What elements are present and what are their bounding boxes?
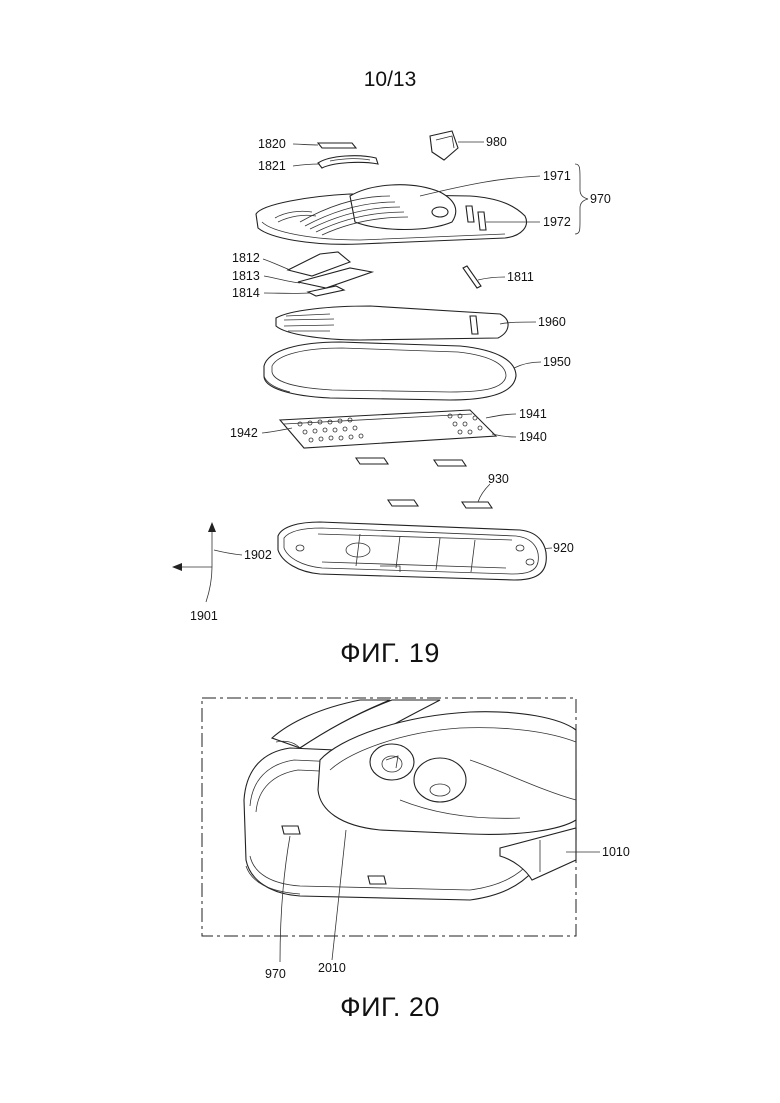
label-1941: 1941: [519, 407, 547, 421]
brace-970: [575, 164, 588, 234]
label-1010: 1010: [602, 845, 630, 859]
part-1821: [318, 156, 378, 168]
label-1812: 1812: [232, 251, 260, 265]
figure-20-caption: ФИГ. 20: [0, 992, 780, 1023]
part-1940: [280, 410, 496, 448]
label-930: 930: [488, 472, 509, 486]
label-1811: 1811: [507, 270, 534, 284]
part-930: [388, 500, 492, 508]
label-1901: 1901: [190, 609, 218, 623]
part-920: [278, 522, 546, 580]
figure-19: 1820 1821 980 1971 970 1972 1812 1813 18…: [172, 131, 611, 623]
label-2010: 2010: [318, 961, 346, 975]
label-1971: 1971: [543, 169, 571, 183]
label-1821: 1821: [258, 159, 286, 173]
part-1811: [463, 266, 481, 288]
part-970: [256, 185, 526, 245]
axis-arrows: [172, 522, 242, 602]
label-1960: 1960: [538, 315, 566, 329]
part-1820: [318, 143, 356, 148]
figure-20: 1010 970 2010: [202, 698, 630, 981]
label-1813: 1813: [232, 269, 260, 283]
label-920: 920: [553, 541, 574, 555]
label-1940: 1940: [519, 430, 547, 444]
label-1942: 1942: [230, 426, 258, 440]
spacer-blocks: [356, 458, 466, 466]
part-980: [430, 131, 458, 160]
part-1960: [276, 306, 508, 340]
label-1814: 1814: [232, 286, 260, 300]
figure-19-caption: ФИГ. 19: [0, 638, 780, 669]
label-1972: 1972: [543, 215, 571, 229]
label-970: 970: [590, 192, 611, 206]
label-970-fig20: 970: [265, 967, 286, 981]
label-1950: 1950: [543, 355, 571, 369]
label-1902: 1902: [244, 548, 272, 562]
part-1950: [264, 342, 516, 400]
label-1820: 1820: [258, 137, 286, 151]
label-980: 980: [486, 135, 507, 149]
